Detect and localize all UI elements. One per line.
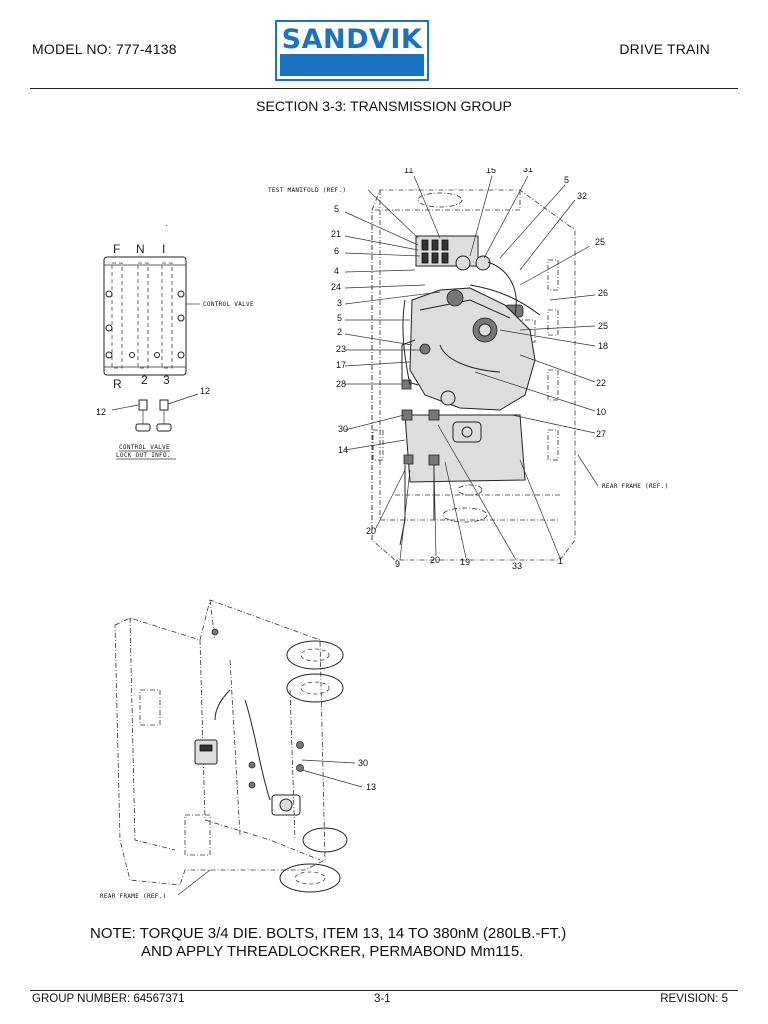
callout-5-b: 5 [334,204,339,214]
valve-bottom-label-1: R [113,377,122,391]
callout-25-a: 25 [595,237,605,247]
callout-1: 1 [558,556,563,566]
callout-12-b: 12 [200,386,210,396]
torque-note: NOTE: TORQUE 3/4 DIE. BOLTS, ITEM 13, 14… [90,925,730,961]
callout-12-a: 12 [96,407,106,417]
lockout-label-2: LOCK OUT INFO. [116,452,171,459]
valve-ref-mark: . [165,218,168,228]
model-number: MODEL NO: 777-4138 [32,41,177,57]
callout-3: 3 [337,298,342,308]
valve-top-label-1: F [113,242,120,256]
callout-30-b: 30 [358,758,368,768]
valve-bottom-label-2: 2 [141,373,148,387]
callout-6: 6 [334,246,339,256]
page-number: 3-1 [374,993,391,1005]
callout-15: 15 [486,168,496,175]
callout-4: 4 [334,266,339,276]
transmission-drawing: F N I CONTROL VALVE R 2 3 12 12 CONTROL … [96,168,669,900]
callout-32: 32 [577,191,587,201]
callout-20-b: 20 [430,555,440,565]
callout-23: 23 [336,344,346,354]
callout-17: 17 [336,360,346,370]
page-title: SECTION 3-3: TRANSMISSION GROUP [256,98,512,114]
group-number: GROUP NUMBER: 64567371 [32,993,185,1005]
callout-27: 27 [596,429,606,439]
callout-18: 18 [598,341,608,351]
callout-20-a: 20 [366,526,376,536]
rear-frame-view: 30 13 REAR FRAME (REF.) [100,599,376,900]
callout-24: 24 [331,282,341,292]
transmission-assembly: TEST MANIFOLD (REF.) REAR FRAME (REF.) 1… [268,168,669,571]
lockout-label-1: CONTROL VALVE [119,444,170,451]
transmission-housing [409,287,536,411]
callout-14: 14 [338,445,348,455]
valve-top-label-2: N [136,242,145,256]
callout-22: 22 [596,378,606,388]
footer-divider [30,990,738,991]
callout-28: 28 [336,379,346,389]
callout-11: 11 [404,168,413,175]
valve-bottom-label-3: 3 [163,373,170,387]
callout-31: 31 [523,168,533,174]
header-divider [30,88,738,89]
valve-top-label-3: I [162,242,165,256]
revision: REVISION: 5 [660,993,728,1005]
callout-5-a: 5 [564,175,569,185]
note-line-2: AND APPLY THREADLOCKRER, PERMABOND Mm115… [141,943,524,960]
callout-26: 26 [598,288,608,298]
callout-30-a: 30 [338,424,348,434]
callout-2: 2 [337,327,342,337]
callout-21: 21 [331,229,341,239]
test-manifold-label: TEST MANIFOLD (REF.) [268,187,346,194]
callout-25-b: 25 [598,321,608,331]
rear-frame-label-upper: REAR FRAME (REF.) [602,483,669,490]
callout-13: 13 [366,782,376,792]
logo-wordmark: SANDVIK [281,24,423,55]
control-valve-detail: F N I CONTROL VALVE R 2 3 12 12 CONTROL … [96,218,254,460]
valve-body [103,256,187,376]
callout-10: 10 [596,407,606,417]
control-valve-label: CONTROL VALVE [203,301,254,308]
logo-bar [280,54,424,76]
sandvik-logo: SANDVIK [275,20,429,81]
section-name: DRIVE TRAIN [619,41,710,57]
callout-33: 33 [512,561,522,571]
callout-5-c: 5 [337,313,342,323]
rear-frame-label-lower: REAR FRAME (REF.) [100,893,167,900]
callout-9: 9 [395,559,400,569]
note-line-1: NOTE: TORQUE 3/4 DIE. BOLTS, ITEM 13, 14… [90,925,567,942]
callout-19: 19 [460,557,470,567]
